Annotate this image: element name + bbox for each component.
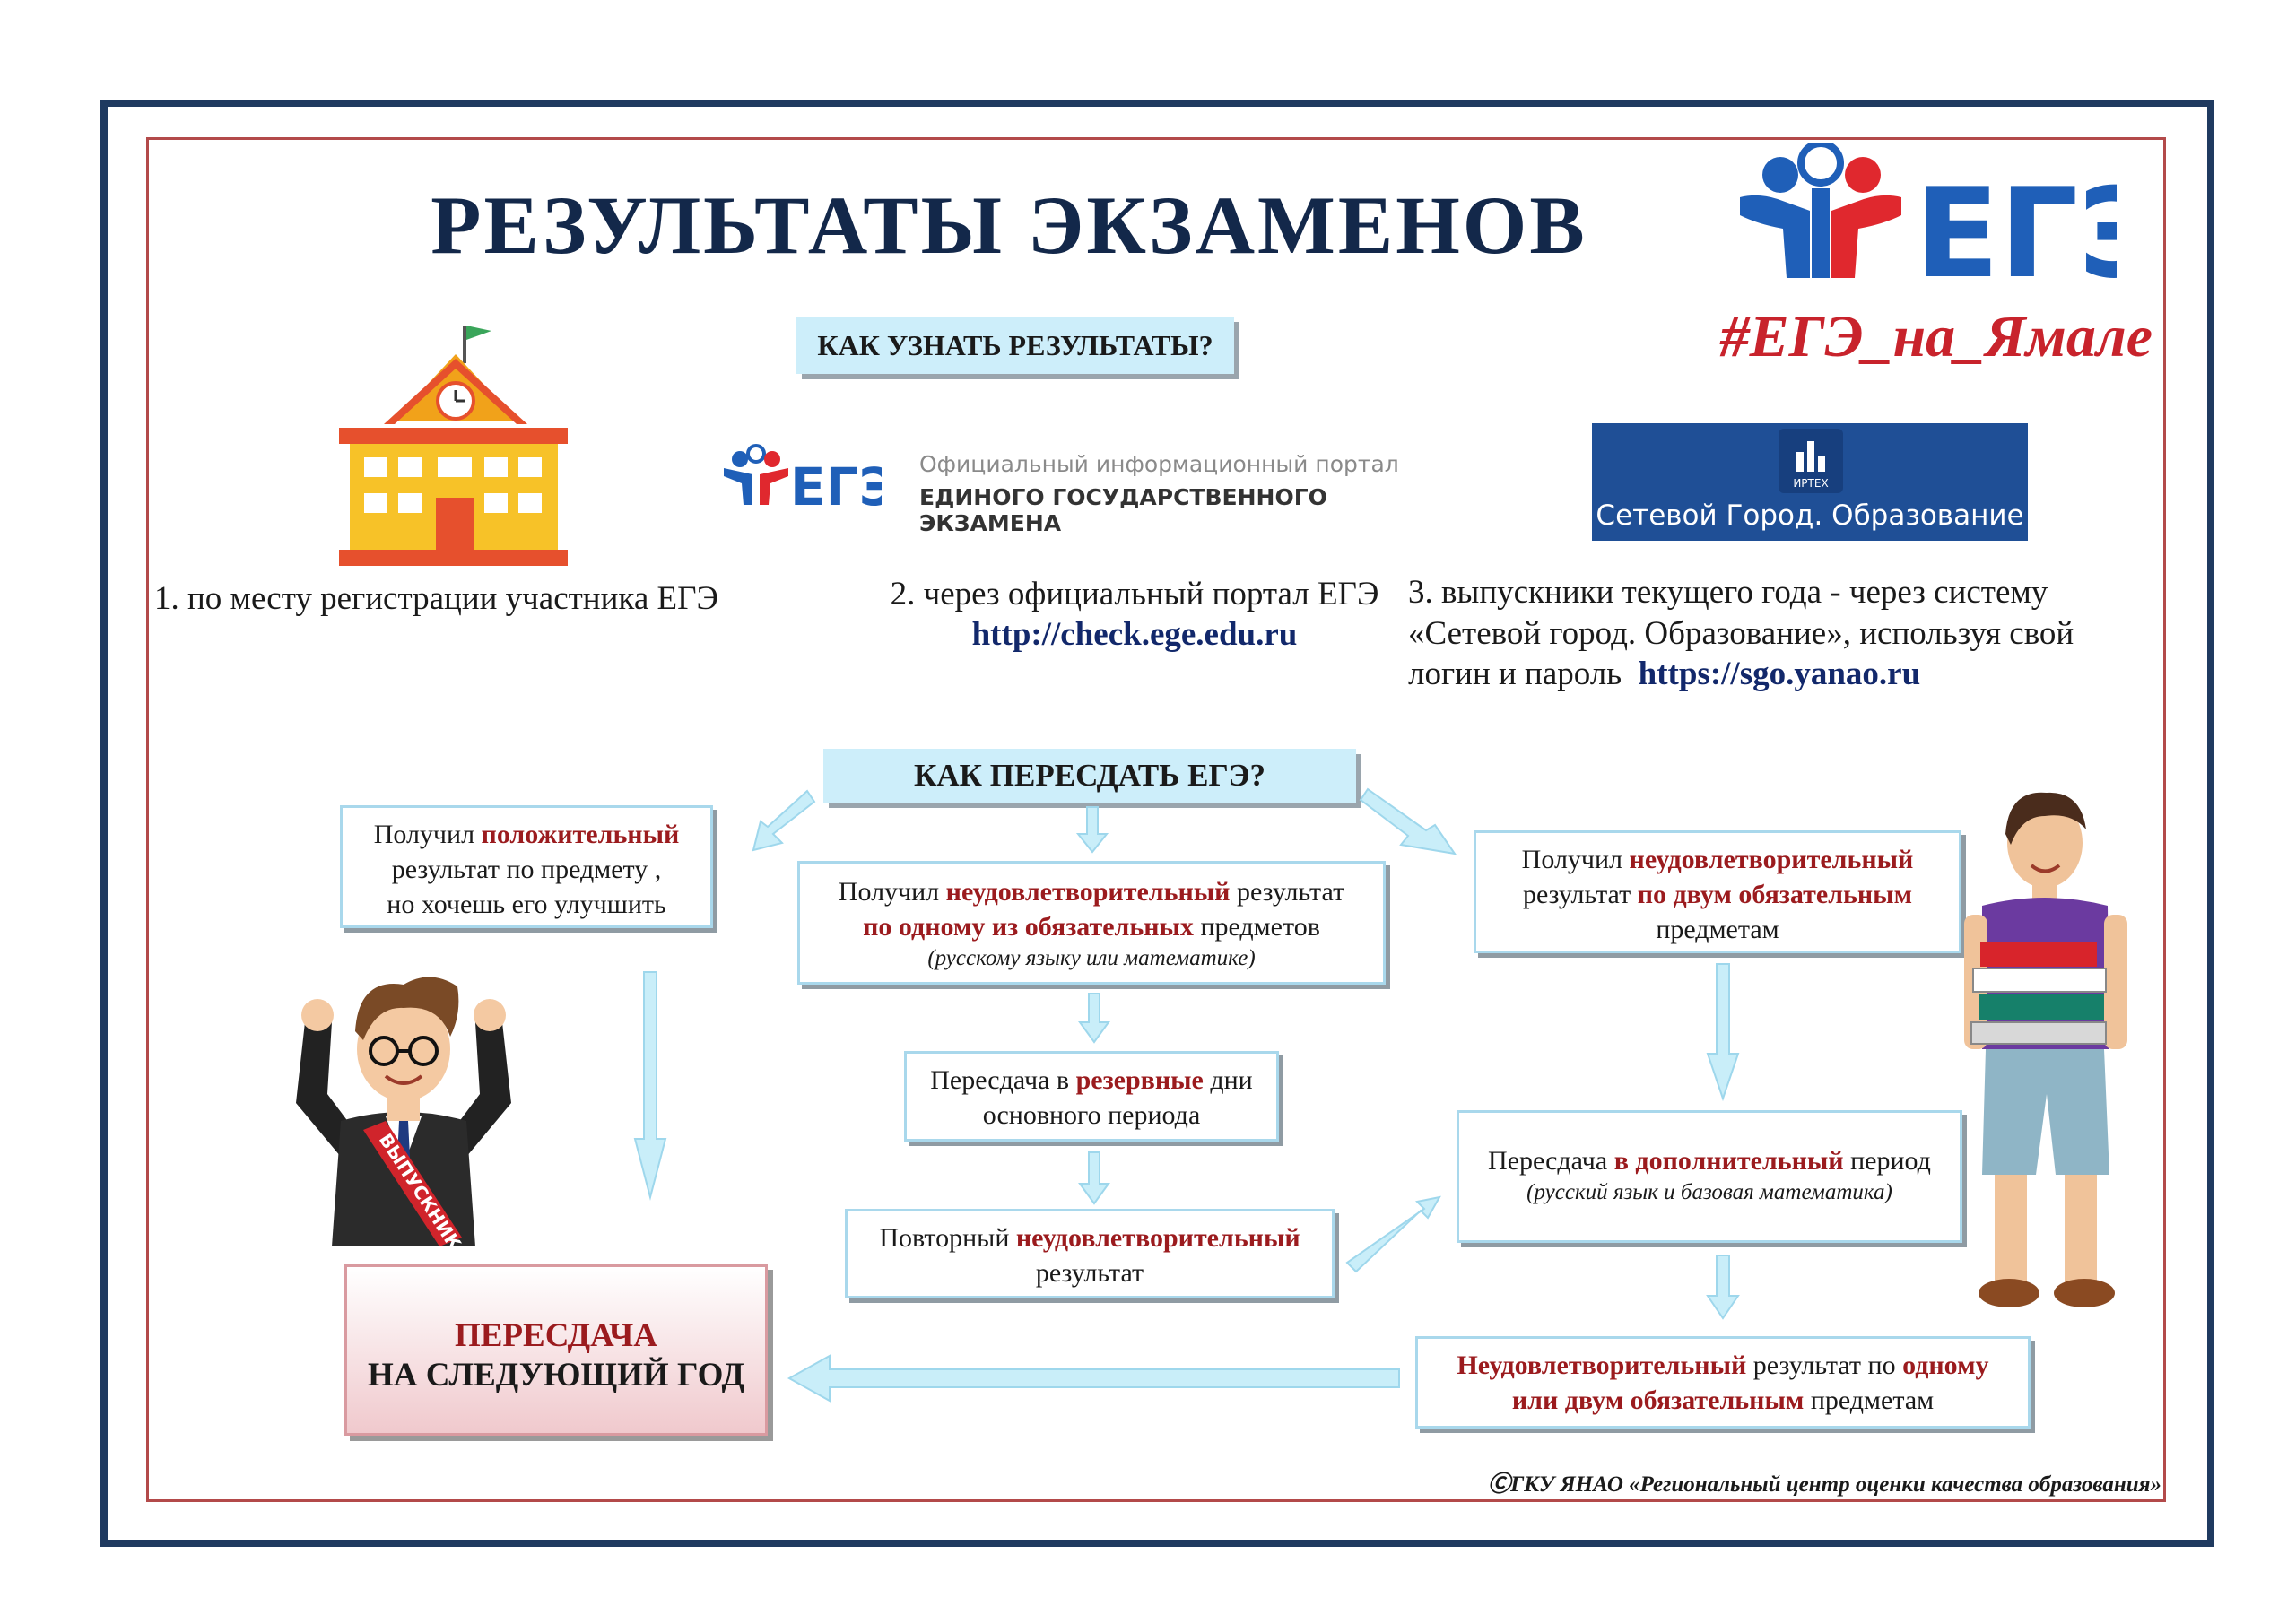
right1-p2: результат bbox=[1522, 880, 1638, 909]
center2-p2: дни bbox=[1203, 1065, 1253, 1095]
irtex-label: ИРТЕХ bbox=[1793, 477, 1829, 490]
option-2-text: 2. через официальный портал ЕГЭ bbox=[890, 576, 1379, 612]
outer-frame bbox=[100, 100, 2214, 1547]
option-3-line-3: логин и пароль bbox=[1408, 656, 1622, 692]
two-subjects-fail-box: Получил неудовлетворительный результат п… bbox=[1474, 830, 1961, 953]
repeat-fail-box: Повторный неудовлетворительный результат bbox=[845, 1209, 1335, 1298]
final-line-2: НА СЛЕДУЮЩИЙ ГОД bbox=[368, 1357, 744, 1394]
option-1: 1. по месту регистрации участника ЕГЭ bbox=[154, 580, 718, 617]
additional-period-box: Пересдача в дополнительный период (русск… bbox=[1457, 1110, 1962, 1243]
how-to-know-heading: КАК УЗНАТЬ РЕЗУЛЬТАТЫ? bbox=[796, 317, 1234, 374]
final-line-1: ПЕРЕСДАЧА bbox=[454, 1317, 658, 1354]
right2-note: (русский язык и базовая математика) bbox=[1526, 1180, 1892, 1204]
footer-credit: ⒸГКУ ЯНАО «Региональный центр оценки кач… bbox=[1488, 1472, 2161, 1497]
option-3-line-2: «Сетевой город. Образование», используя … bbox=[1408, 614, 2074, 652]
sgo-link[interactable]: https://sgo.yanao.ru bbox=[1638, 656, 1921, 692]
right1-line3: предметам bbox=[1656, 915, 1779, 944]
center2-line2: основного периода bbox=[982, 1100, 1201, 1130]
left-box-line2: результат по предмету , bbox=[391, 855, 662, 884]
sgo-logo: ИРТЕХ Сетевой Город. Образование bbox=[1592, 423, 2028, 541]
arrow-right-1-2 bbox=[1706, 963, 1740, 1102]
right3-hl1: Неудовлетворительный bbox=[1457, 1350, 1747, 1380]
portal-logo-text: ЕГЭ bbox=[790, 456, 882, 516]
hashtag: #ЕГЭ_на_Ямале bbox=[1719, 304, 2152, 369]
retake-next-year-box: ПЕРЕСДАЧА НА СЛЕДУЮЩИЙ ГОД bbox=[344, 1264, 768, 1436]
sgo-logo-text: Сетевой Город. Образование bbox=[1596, 499, 2024, 532]
center1-note: (русскому языку или математике) bbox=[927, 946, 1256, 970]
right1-p1: Получил bbox=[1521, 845, 1630, 874]
option-3: 3. выпускники текущего года - через сист… bbox=[1408, 572, 2161, 695]
portal-logo: ЕГЭ Официальный информационный портал ЕД… bbox=[720, 444, 1402, 536]
left-box-line3: но хочешь его улучшить bbox=[387, 890, 666, 919]
arrow-left-down bbox=[633, 971, 667, 1201]
center3-line2: результат bbox=[1035, 1258, 1144, 1288]
right1-hl2: по двум обязательным bbox=[1637, 880, 1913, 909]
right1-hl1: неудовлетворительный bbox=[1629, 845, 1914, 874]
center1-hl2: по одному из обязательных bbox=[863, 912, 1194, 942]
right2-p2: период bbox=[1843, 1146, 1931, 1176]
right2-p1: Пересдача bbox=[1488, 1146, 1614, 1176]
graduate-illustration: ВЫПУСКНИК bbox=[278, 951, 529, 1254]
arrow-center-1-2 bbox=[1078, 993, 1110, 1044]
school-icon bbox=[339, 318, 572, 568]
right3-hl3: или двум обязательным bbox=[1511, 1385, 1805, 1415]
arrow-center-3-right-2 bbox=[1345, 1195, 1441, 1273]
arrow-center-2-3 bbox=[1078, 1151, 1110, 1205]
how-to-retake-heading: КАК ПЕРЕСДАТЬ ЕГЭ? bbox=[823, 749, 1356, 803]
irtex-icon: ИРТЕХ bbox=[1779, 429, 1843, 493]
right3-hl2: одному bbox=[1902, 1350, 1989, 1380]
center3-p1: Повторный bbox=[879, 1223, 1016, 1253]
left-box-p1: Получил bbox=[373, 820, 482, 849]
center1-p1: Получил bbox=[838, 877, 946, 907]
center3-hl1: неудовлетворительный bbox=[1015, 1223, 1300, 1253]
center2-hl1: резервные bbox=[1075, 1065, 1204, 1095]
option-3-line-1: 3. выпускники текущего года - через сист… bbox=[1408, 574, 2048, 611]
right3-p1: результат по bbox=[1746, 1350, 1903, 1380]
one-subject-fail-box: Получил неудовлетворительный результат п… bbox=[797, 861, 1386, 985]
portal-caption-1: Официальный информационный портал bbox=[919, 451, 1399, 477]
arrow-to-right-box bbox=[1359, 787, 1457, 855]
arrow-right-2-3 bbox=[1706, 1255, 1740, 1320]
center1-hl1: неудовлетворительный bbox=[945, 877, 1231, 907]
right3-p2: предметам bbox=[1804, 1385, 1935, 1415]
left-box-hl1: положительный bbox=[481, 820, 680, 849]
arrow-to-left-box bbox=[752, 789, 816, 852]
arrow-to-final bbox=[787, 1354, 1400, 1403]
student-illustration bbox=[1946, 780, 2135, 1327]
center1-p2: результат bbox=[1230, 877, 1345, 907]
positive-result-box: Получил положительный результат по предм… bbox=[340, 805, 713, 928]
reserve-days-box: Пересдача в резервные дни основного пери… bbox=[904, 1051, 1279, 1142]
arrow-top-center bbox=[1075, 806, 1109, 854]
option-2: 2. через официальный портал ЕГЭ http://c… bbox=[812, 574, 1457, 655]
center2-p1: Пересдача в bbox=[930, 1065, 1076, 1095]
page-title: РЕЗУЛЬТАТЫ ЭКЗАМЕНОВ bbox=[430, 179, 1587, 271]
inner-frame bbox=[146, 137, 2166, 1502]
portal-link[interactable]: http://check.ege.edu.ru bbox=[971, 616, 1298, 654]
center1-p3: предметов bbox=[1193, 912, 1320, 942]
right2-hl1: в дополнительный bbox=[1613, 1146, 1844, 1176]
portal-caption-2: ЕДИНОГО ГОСУДАРСТВЕННОГО ЭКЗАМЕНА bbox=[919, 484, 1327, 536]
one-or-two-fail-box: Неудовлетворительный результат по одному… bbox=[1415, 1336, 2031, 1429]
